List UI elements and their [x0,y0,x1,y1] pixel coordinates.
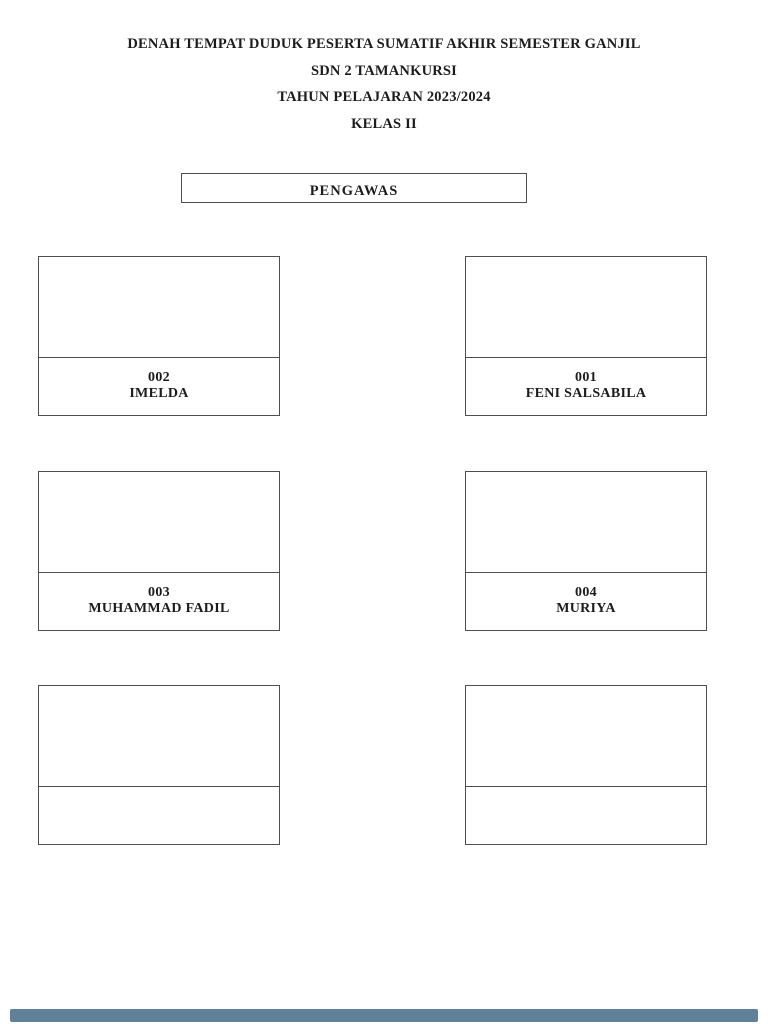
desk-surface [39,686,279,787]
desk-001-feni-salsabila: 001 FENI SALSABILA [465,256,707,416]
document-title-line-4: KELAS II [351,116,417,133]
desk-surface [466,472,706,573]
desk-002-imelda: 002 IMELDA [38,256,280,416]
seat-name: MURIYA [556,600,616,616]
seat-number: 001 [575,370,597,385]
desk-003-muhammad-fadil: 003 MUHAMMAD FADIL [38,471,280,631]
desk-seat-label: 002 IMELDA [39,358,279,401]
desk-surface [466,257,706,358]
page-footer-bar [10,1009,758,1022]
desk-seat-label: 004 MURIYA [466,573,706,616]
seat-number: 004 [575,585,597,600]
desk-surface [466,686,706,787]
desk-surface [39,472,279,573]
desk-seat-label: 003 MUHAMMAD FADIL [39,573,279,616]
pengawas-label: PENGAWAS [309,182,399,199]
desk-empty-right [465,685,707,845]
seat-number: 003 [148,585,170,600]
seat-name: MUHAMMAD FADIL [88,600,230,616]
desk-seat-label [466,787,706,799]
desk-surface [39,257,279,358]
seat-number: 002 [148,370,170,385]
seat-name: IMELDA [129,385,189,401]
desk-seat-label: 001 FENI SALSABILA [466,358,706,401]
document-header: DENAH TEMPAT DUDUK PESERTA SUMATIF AKHIR… [0,31,768,138]
desk-004-muriya: 004 MURIYA [465,471,707,631]
pengawas-desk: PENGAWAS [181,173,527,203]
document-title-line-2: SDN 2 TAMANKURSI [310,62,458,79]
seat-name: FENI SALSABILA [525,385,647,401]
document-title-line-3: TAHUN PELAJARAN 2023/2024 [277,89,491,106]
document-title-line-1: DENAH TEMPAT DUDUK PESERTA SUMATIF AKHIR… [127,36,641,52]
desk-seat-label [39,787,279,799]
desk-empty-left [38,685,280,845]
